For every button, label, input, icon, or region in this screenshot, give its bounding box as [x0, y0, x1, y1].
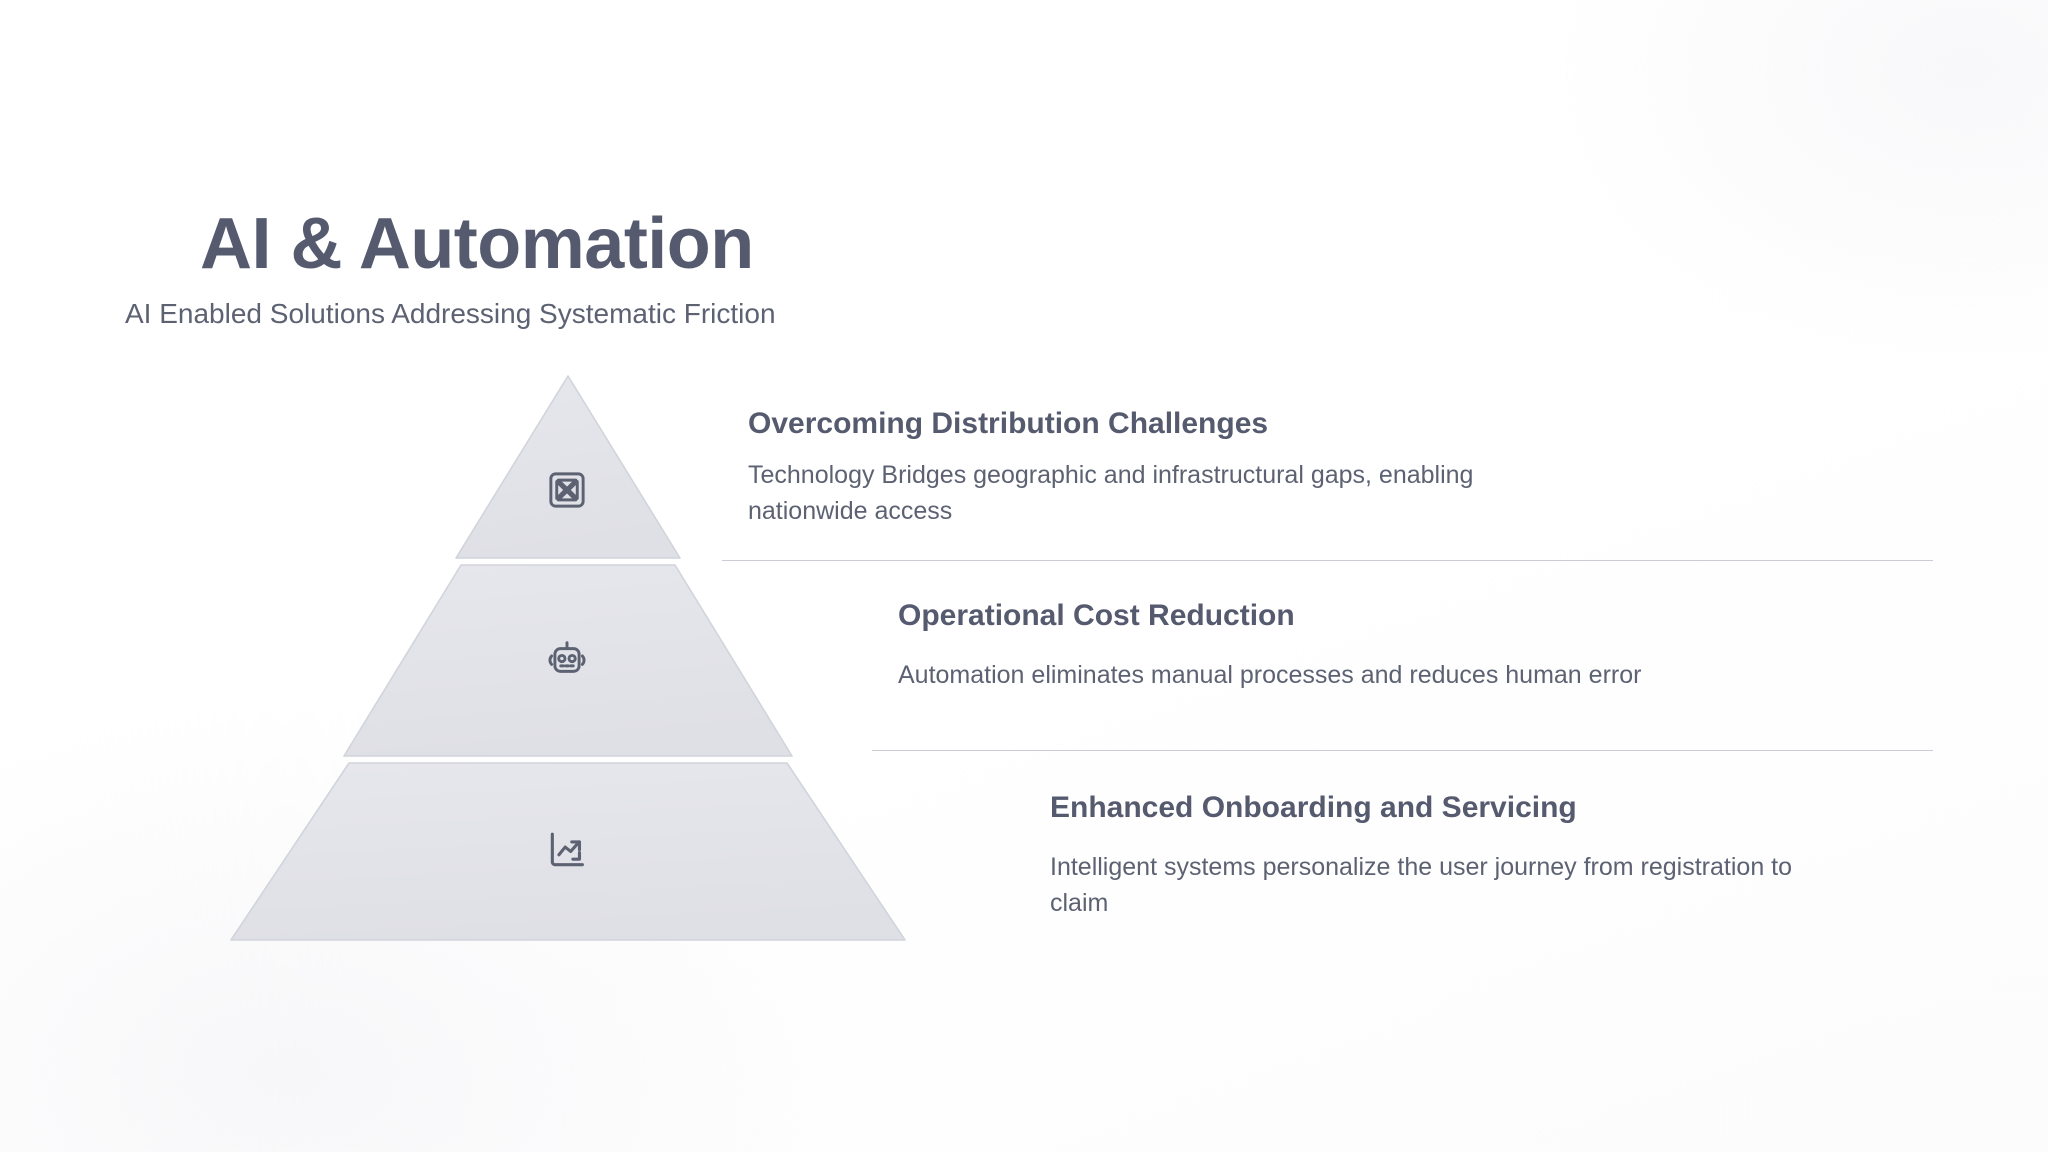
tier-heading-2: Operational Cost Reduction [898, 599, 1295, 632]
header: AI & Automation AI Enabled Solutions Add… [124, 208, 776, 328]
trending-chart-icon [545, 828, 589, 872]
tier-text-block-1: Overcoming Distribution Challenges Techn… [748, 406, 1808, 529]
page-title: AI & Automation [200, 204, 754, 284]
tier-body-1: Technology Bridges geographic and infras… [748, 461, 1474, 525]
tier-heading-1: Overcoming Distribution Challenges [748, 407, 1269, 440]
page-subtitle: AI Enabled Solutions Addressing Systemat… [125, 298, 776, 329]
tier-text-block-2: Operational Cost Reduction Automation el… [898, 598, 1958, 694]
tier-divider-1 [722, 560, 1933, 561]
tier-heading-3: Enhanced Onboarding and Servicing [1050, 791, 1577, 824]
tier-body-2: Automation eliminates manual processes a… [898, 661, 1642, 689]
tier-body-3: Intelligent systems personalize the user… [1050, 853, 1793, 917]
pyramid-tier-3-shape [230, 762, 906, 941]
tier-text-block-3: Enhanced Onboarding and Servicing Intell… [1050, 790, 2048, 921]
robot-icon [545, 638, 589, 682]
tier-divider-2 [872, 750, 1933, 751]
collapse-arrows-icon [545, 468, 589, 512]
pyramid-tier-1-shape [455, 375, 681, 559]
